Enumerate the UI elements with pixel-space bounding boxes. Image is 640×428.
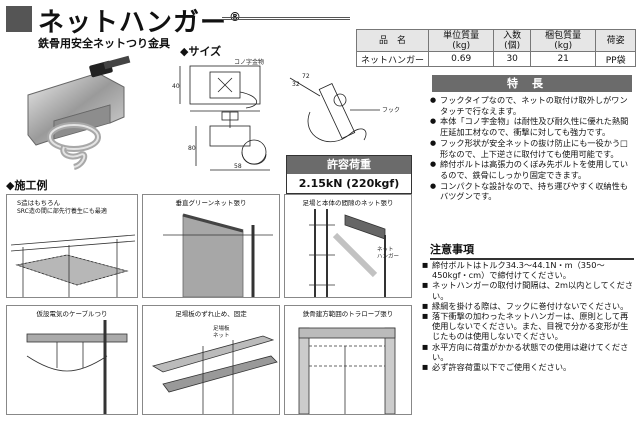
spec-cell-packaging: PP袋 <box>595 51 636 67</box>
list-item: フックタイプなので、ネットの取付け取外しがワンタッチで行なえます。 <box>430 95 635 116</box>
size-label-channel: コノ字金物 <box>234 58 264 66</box>
product-photo <box>27 55 131 170</box>
allowable-load-label: 許容荷重 <box>287 156 411 174</box>
size-label-h80: 80 <box>188 145 196 152</box>
panel-illustration <box>163 213 273 297</box>
list-item: 水平方向に荷重がかかる状態での使用は避けてください。 <box>422 342 635 362</box>
size-label-d72: 72 <box>302 73 310 80</box>
size-label-d32: 32 <box>292 81 300 88</box>
spec-header-unit-mass: 単位質量 (kg) <box>427 29 495 52</box>
size-label-w58: 58 <box>234 163 242 170</box>
table-row: ネットハンガー 0.69 30 21 PP袋 <box>356 51 636 67</box>
list-item: 落下衝撃の加わったネットハンガーは、原則として再使用しないでください。また、目視… <box>422 311 635 342</box>
spec-cell-pack-mass: 21 <box>530 51 597 67</box>
example-panel-vertical-net: 垂直グリーンネット張り <box>142 194 280 298</box>
panel-illustration <box>10 234 136 297</box>
panel-illustration <box>298 327 396 414</box>
list-item: 締付ボルトは高張力のくぼみ先ボルトを使用しているので、鉄骨にしっかり固定できます… <box>430 159 635 180</box>
list-item: 本体「コノ字金物」は耐性及び耐久性に優れた熱間圧延加工材なので、衝撃に対しても強… <box>430 116 635 137</box>
size-heading: ◆サイズ <box>180 45 222 58</box>
spec-header-name: 品 名 <box>356 29 429 52</box>
panel-label-net: ネット <box>213 332 230 339</box>
panel-illustration <box>26 320 128 414</box>
panel-caption-2: SRC造の間に部先行養生にも最適 <box>17 208 107 215</box>
list-item: コンパクトな設計なので、持ち運びやすく収納性もバツグンです。 <box>430 181 635 202</box>
spec-cell-quantity: 30 <box>493 51 532 67</box>
spec-table: 品 名 単位質量 (kg) 入数 (個) 梱包質量 (kg) 荷姿 ネットハンガ… <box>356 29 636 67</box>
spec-header-row: 品 名 単位質量 (kg) 入数 (個) 梱包質量 (kg) 荷姿 <box>356 29 636 52</box>
cautions-list: 締付ボルトはトルク34.3～44.1N・m（350～450kgf・cm）で締付け… <box>422 260 635 372</box>
size-label-h40: 40 <box>172 83 180 90</box>
example-panel-scaffold-gap: 足場と本体の間隙のネット張り ネット ハンガー <box>284 194 412 298</box>
panel-caption: 足場と本体の間隙のネット張り <box>302 199 394 207</box>
example-panel-scaffold-board: 足場板のずれ止め、固定 足場板 ネット <box>142 305 280 415</box>
panel-label-board: 足場板 <box>213 324 230 332</box>
features-banner: 特長 <box>432 75 632 92</box>
title-rule <box>222 17 350 20</box>
panel-label-hanger: ハンガー <box>377 252 399 260</box>
panel-label-net: ネット <box>377 246 394 253</box>
panel-caption: 仮設電気のケーブルつり <box>36 310 108 318</box>
panel-caption: S造はもちろん <box>17 199 61 207</box>
spec-header-pack-mass: 梱包質量 (kg) <box>530 29 597 52</box>
cautions-heading: 注意事項 <box>430 241 634 260</box>
page-title: ネットハンガー® <box>38 8 243 38</box>
example-panel-cable: 仮設電気のケーブルつり <box>6 305 138 415</box>
list-item: 必ず許容荷重以下でご使用ください。 <box>422 362 635 372</box>
size-label-hook: フック <box>382 107 400 114</box>
panel-caption: 垂直グリーンネット張り <box>175 199 247 207</box>
example-panel-src: S造はもちろん SRC造の間に部先行養生にも最適 <box>6 194 138 298</box>
list-item: 締付ボルトはトルク34.3～44.1N・m（350～450kgf・cm）で締付け… <box>422 260 635 280</box>
spec-header-quantity: 入数 (個) <box>493 29 532 52</box>
allowable-load-value: 2.15kN (220kgf) <box>298 177 400 190</box>
list-item: ネットハンガーの取付け間隔は、2m以内としてください。 <box>422 280 635 300</box>
size-drawing: コノ字金物 フック 32 72 58 40 80 <box>172 58 400 171</box>
example-panel-rope: 鉄骨建方範囲のトラロープ張り <box>284 305 412 415</box>
example-heading: ◆施工例 <box>6 179 48 192</box>
title-marker <box>6 6 32 32</box>
spec-cell-unit-mass: 0.69 <box>427 51 495 67</box>
panel-illustration: 足場板 ネット <box>151 324 278 414</box>
list-item: 縁綱を掛ける際は、フックに巻付けないでください。 <box>422 301 635 311</box>
panel-caption: 足場板のずれ止め、固定 <box>175 310 247 318</box>
panel-caption: 鉄骨建方範囲のトラロープ張り <box>302 310 394 318</box>
list-item: フック形状が安全ネットの抜け防止にも一役かう□形なので、上下逆さに取付けても使用… <box>430 138 635 159</box>
allowable-load-box: 許容荷重 2.15kN (220kgf) <box>286 155 412 194</box>
spec-header-packaging: 荷姿 <box>595 29 636 52</box>
page-subtitle: 鉄骨用安全ネットつり金具 <box>38 37 170 50</box>
spec-cell-name: ネットハンガー <box>356 51 429 67</box>
features-list: フックタイプなので、ネットの取付け取外しがワンタッチで行なえます。 本体「コノ字… <box>430 95 635 202</box>
panel-illustration: ネット ハンガー <box>309 209 399 297</box>
